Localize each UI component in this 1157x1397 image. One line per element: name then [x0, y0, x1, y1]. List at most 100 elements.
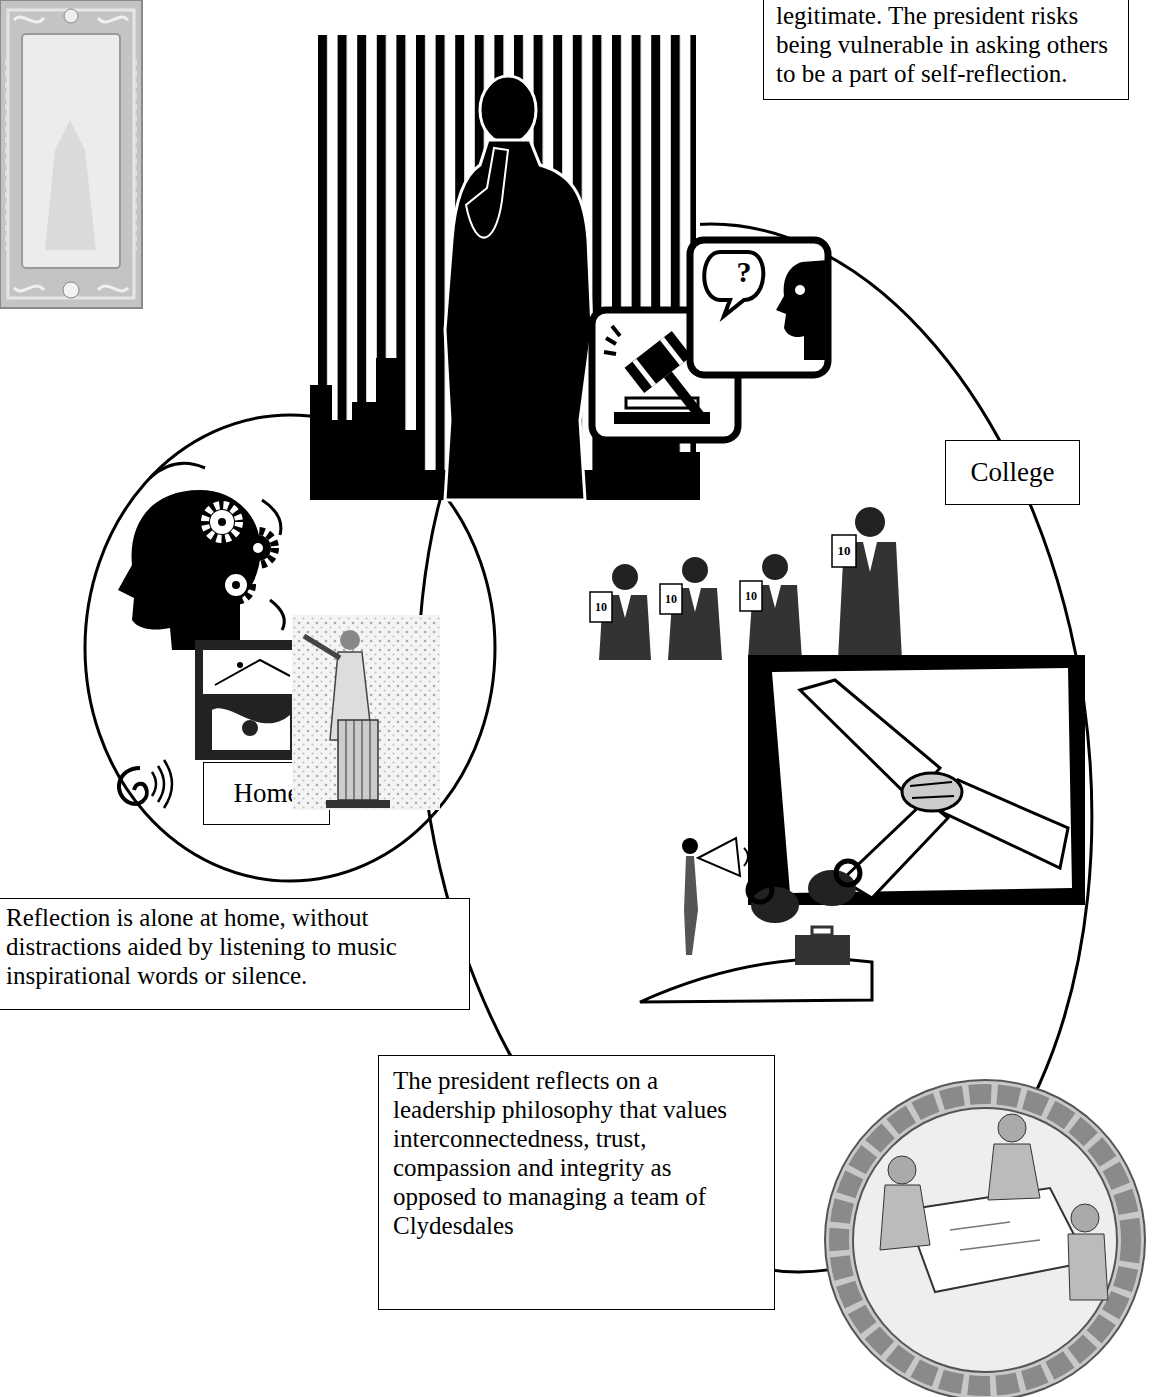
- gavel-icon: [604, 326, 620, 354]
- judges-figures: [619, 595, 631, 618]
- judges-figures: [603, 602, 610, 620]
- question-mark: ?: [724, 254, 764, 290]
- preacher-figure: [338, 720, 378, 800]
- gavel-icon: [625, 331, 692, 393]
- judges-figures: [599, 595, 651, 660]
- judges-figures: [689, 588, 701, 612]
- silhouette-panel: [310, 35, 700, 500]
- note-text: The president reflects on a leadership p…: [393, 1066, 760, 1240]
- gavel-icon: [626, 398, 698, 408]
- meeting-medallion: [888, 1156, 916, 1184]
- judges-figures: [762, 554, 788, 580]
- judges-figures: [753, 592, 760, 608]
- gavel-icon: [664, 372, 704, 419]
- judges-figures: [660, 584, 682, 614]
- note-box: legitimate. The president risks being vu…: [763, 0, 1129, 100]
- picture-frame: [0, 0, 142, 308]
- judges-figures: [673, 596, 680, 612]
- handshake-panel: [748, 655, 1085, 905]
- region-label: College: [971, 458, 1055, 487]
- region-label: Home: [234, 779, 300, 808]
- music-picture: [242, 720, 258, 736]
- thinking-head: [270, 600, 284, 630]
- preacher-figure: [292, 615, 440, 810]
- thinking-head: [253, 543, 263, 553]
- judges-figures: [769, 585, 781, 608]
- meeting-medallion: [825, 1080, 1145, 1397]
- handshake-panel: [842, 800, 948, 898]
- scorecard-number: 10: [651, 592, 691, 606]
- picture-frame: [6, 60, 136, 250]
- megaphone-figure: [640, 838, 872, 1002]
- picture-frame: [63, 282, 79, 298]
- silhouette-panel: [318, 35, 696, 500]
- meeting-medallion: [1068, 1234, 1108, 1300]
- judges-figures: [863, 542, 877, 572]
- note-text: legitimate. The president risks being vu…: [776, 1, 1116, 88]
- judges-figures: [846, 550, 850, 566]
- megaphone-figure: [744, 842, 756, 872]
- meeting-medallion: [988, 1144, 1040, 1200]
- megaphone-figure: [748, 878, 772, 902]
- music-picture: [203, 650, 297, 694]
- thinking-head: [241, 531, 275, 565]
- handshake-panel: [800, 680, 940, 800]
- preacher-figure: [304, 636, 340, 658]
- scorecard-number: 10: [581, 600, 621, 614]
- judges-figures: [855, 507, 885, 537]
- megaphone-figure: [808, 870, 856, 906]
- preacher-figure: [346, 720, 370, 800]
- question-icon: [704, 252, 763, 316]
- music-picture: [237, 662, 243, 668]
- note-box: Reflection is alone at home, without dis…: [0, 898, 470, 1010]
- thinking-head: [205, 505, 239, 539]
- thinking-head: [220, 569, 252, 601]
- judges-figures: [832, 535, 856, 567]
- megaphone-figure: [795, 935, 850, 965]
- meeting-medallion: [839, 1094, 1131, 1386]
- judges-figures: [838, 542, 902, 660]
- gavel-icon: [592, 310, 738, 440]
- megaphone-figure: [812, 927, 832, 935]
- picture-frame: [45, 120, 96, 250]
- scorecard-number: 10: [824, 543, 864, 559]
- judges-figures: [682, 557, 708, 583]
- thinking-head: [245, 535, 271, 561]
- picture-frame: [14, 286, 128, 291]
- preacher-figure: [292, 615, 440, 810]
- meeting-medallion: [1071, 1204, 1099, 1232]
- megaphone-figure: [684, 856, 698, 955]
- meeting-medallion: [998, 1114, 1026, 1142]
- thinking-head: [232, 581, 240, 589]
- meeting-medallion: [853, 1108, 1117, 1372]
- gavel-icon: [632, 359, 656, 387]
- silhouette-panel: [310, 358, 700, 500]
- handshake-panel: [910, 782, 954, 798]
- picture-frame: [22, 34, 120, 268]
- judges-figures: [612, 564, 638, 590]
- judges-figures: [740, 581, 762, 611]
- ear-icon: [119, 768, 147, 804]
- megaphone-figure: [698, 838, 740, 876]
- preacher-figure: [326, 800, 390, 808]
- silhouette-panel: [445, 140, 592, 500]
- ellipse-outline: [353, 180, 1157, 1316]
- music-picture: [212, 708, 290, 750]
- judges-figures: [590, 507, 902, 660]
- gavel-icon: [660, 337, 684, 365]
- meeting-medallion: [825, 1080, 1145, 1397]
- gavel-icon: [614, 412, 710, 424]
- note-box: The president reflects on a leadership p…: [378, 1055, 775, 1310]
- home-region: Home: [83, 413, 497, 883]
- music-picture: [215, 660, 290, 685]
- question-icon: [690, 240, 828, 375]
- note-text: Reflection is alone at home, without dis…: [6, 903, 461, 990]
- thinking-head: [118, 490, 261, 650]
- label-box: Home: [203, 762, 330, 825]
- music-picture: [195, 640, 305, 760]
- ear-icon: [152, 760, 172, 808]
- meeting-medallion: [880, 1185, 930, 1250]
- judges-figures: [668, 588, 722, 660]
- picture-frame: [0, 0, 142, 308]
- thinking-head: [210, 510, 234, 534]
